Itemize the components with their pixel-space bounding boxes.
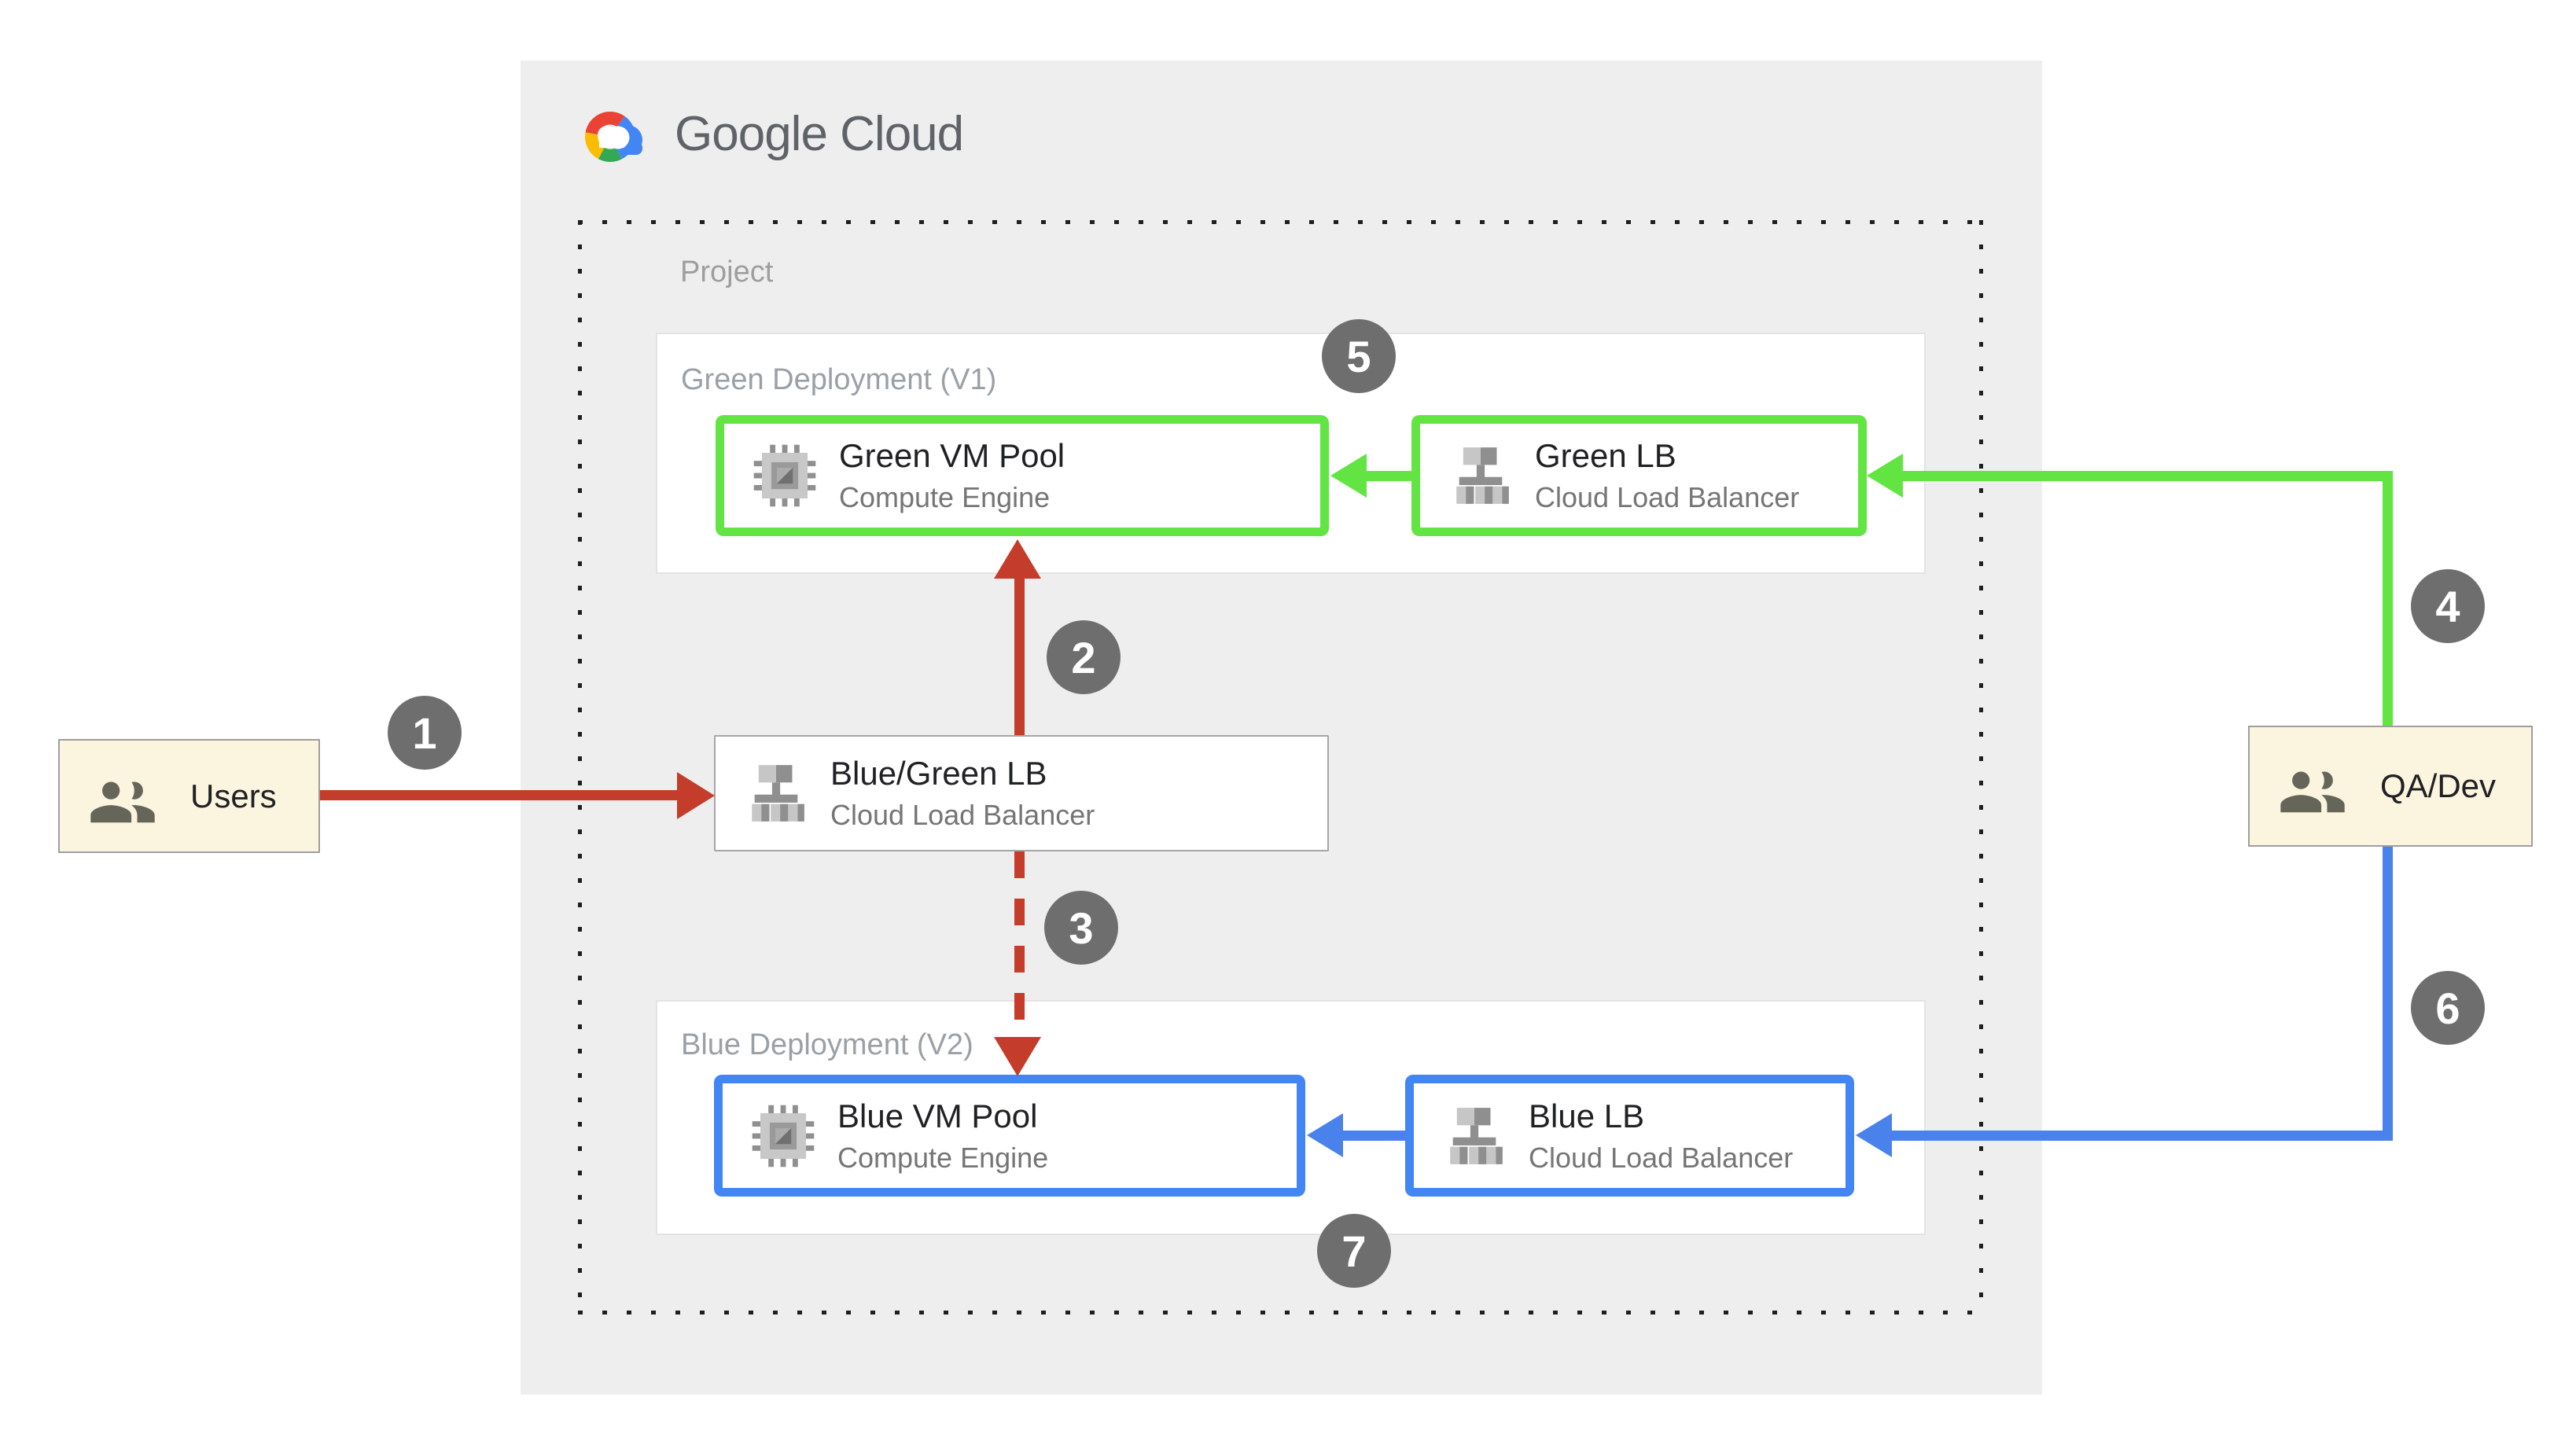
node-title: Blue/Green LB: [830, 755, 1047, 792]
arrow-lb-to-green-vm-head: [994, 539, 1041, 579]
step-badge-5: 5: [1322, 319, 1396, 393]
node-title: Blue VM Pool: [837, 1097, 1038, 1134]
project-border-left: [578, 220, 582, 1314]
users-label: Users: [190, 777, 277, 814]
arrow-blue-lb-to-vm-line: [1340, 1131, 1407, 1141]
users-icon: [2276, 757, 2349, 815]
compute-engine-icon: [753, 443, 817, 508]
arrow-lb-to-green-vm-line: [1014, 574, 1025, 735]
google-cloud-icon: [572, 101, 651, 167]
step-badge-6: 6: [2411, 971, 2485, 1045]
step-badge-1: 1: [388, 696, 462, 770]
step-badge-7: 7: [1317, 1214, 1391, 1288]
node-blue-vm-pool: Blue VM Pool Compute Engine: [714, 1075, 1305, 1197]
users-icon: [86, 767, 159, 825]
node-subtitle: Cloud Load Balancer: [830, 799, 1095, 831]
node-subtitle: Cloud Load Balancer: [1535, 481, 1800, 513]
step-badge-3: 3: [1044, 891, 1118, 965]
qa-dev-label: QA/Dev: [2380, 767, 2497, 804]
node-blue-green-lb: Blue/Green LB Cloud Load Balancer: [714, 735, 1329, 851]
arrow-blue-lb-to-vm-head: [1307, 1113, 1343, 1157]
qa-to-green-lb-head: [1867, 454, 1903, 498]
project-boundary: [578, 220, 1983, 1314]
load-balancer-icon: [1442, 1104, 1507, 1168]
node-title: Blue LB: [1529, 1097, 1645, 1134]
arrow-users-to-lb-line: [320, 790, 677, 800]
project-label: Project: [680, 256, 774, 289]
node-subtitle: Cloud Load Balancer: [1529, 1141, 1794, 1174]
qa-to-green-lb-vertical-line: [2383, 471, 2393, 726]
users-box: Users: [58, 739, 320, 853]
node-title: Green LB: [1535, 437, 1676, 474]
step-badge-4: 4: [2411, 569, 2485, 643]
google-cloud-logo: Google Cloud: [572, 101, 964, 167]
node-green-lb: Green LB Cloud Load Balancer: [1411, 415, 1867, 536]
qa-to-blue-lb-head: [1856, 1113, 1892, 1157]
project-border-right: [1979, 220, 1983, 1314]
project-border-top: [578, 220, 1983, 224]
node-subtitle: Compute Engine: [839, 481, 1051, 513]
load-balancer-icon: [1448, 443, 1513, 508]
qa-dev-box: QA/Dev: [2248, 726, 2533, 847]
logo-text: Google Cloud: [675, 106, 964, 161]
green-deployment-label: Green Deployment (V1): [681, 363, 997, 396]
qa-to-green-lb-horizontal-line: [1901, 471, 2393, 481]
node-subtitle: Compute Engine: [837, 1141, 1049, 1174]
compute-engine-icon: [751, 1104, 815, 1168]
load-balancer-icon: [744, 761, 808, 825]
blue-deployment-label: Blue Deployment (V2): [681, 1028, 973, 1061]
node-title: Green VM Pool: [839, 437, 1065, 474]
qa-to-blue-lb-vertical-line: [2383, 847, 2393, 1141]
arrow-users-to-lb-head: [677, 772, 715, 819]
arrow-lb-to-blue-vm-head: [994, 1037, 1041, 1076]
project-border-bottom: [578, 1311, 1983, 1314]
arrow-green-lb-to-vm-line: [1363, 471, 1413, 481]
qa-to-blue-lb-horizontal-line: [1890, 1131, 2393, 1141]
node-green-vm-pool: Green VM Pool Compute Engine: [716, 415, 1329, 536]
arrow-green-lb-to-vm-head: [1330, 454, 1367, 498]
node-blue-lb: Blue LB Cloud Load Balancer: [1405, 1075, 1854, 1197]
arrow-lb-to-blue-vm-dashed-line: [1014, 851, 1025, 1035]
step-badge-2: 2: [1047, 620, 1121, 694]
